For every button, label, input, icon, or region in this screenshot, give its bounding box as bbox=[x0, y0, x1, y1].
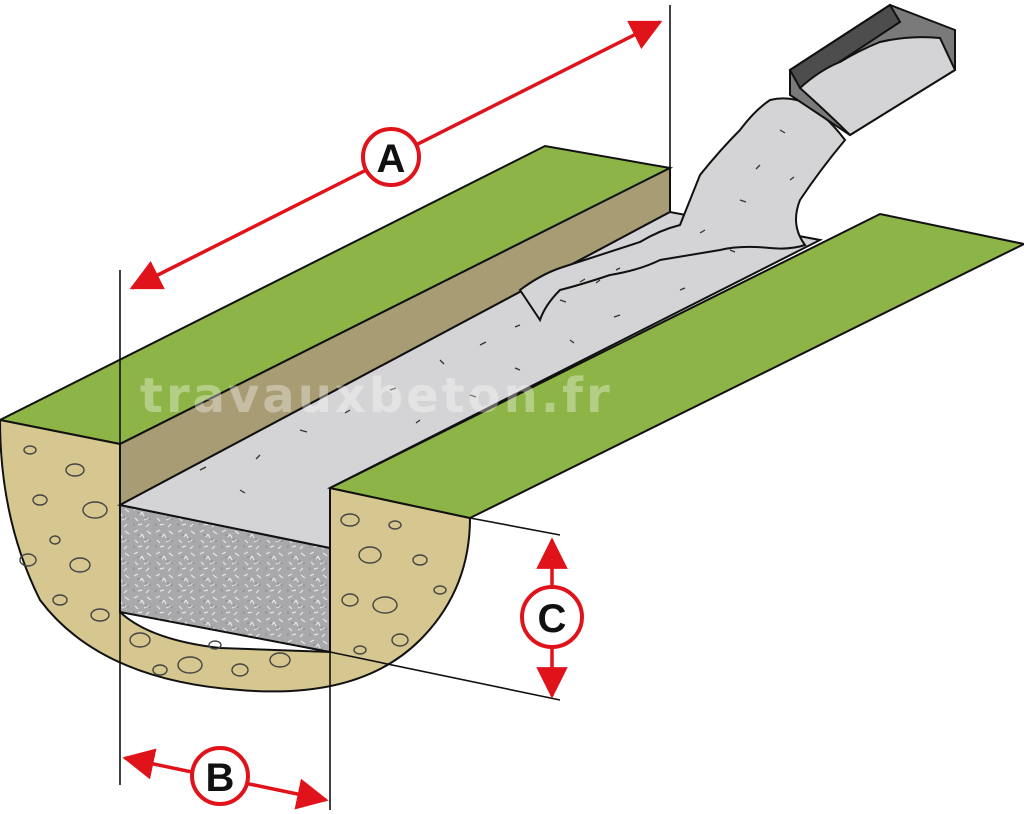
concrete-speckles bbox=[199, 258, 686, 494]
dimension-a-label: A bbox=[361, 127, 421, 187]
soil-cross-section bbox=[0, 418, 472, 693]
label-c-text: C bbox=[538, 597, 567, 641]
soil-pebbles bbox=[19, 445, 447, 677]
label-b-text: B bbox=[206, 756, 235, 800]
concrete-chute bbox=[788, 3, 957, 137]
watermark: travauxbeton.fr bbox=[140, 368, 613, 424]
dimension-b-label: B bbox=[190, 746, 250, 806]
dimension-extension-lines bbox=[119, 5, 671, 810]
label-a-text: A bbox=[377, 137, 406, 181]
dimension-c-label: C bbox=[520, 585, 584, 649]
grass-right bbox=[326, 212, 1024, 520]
